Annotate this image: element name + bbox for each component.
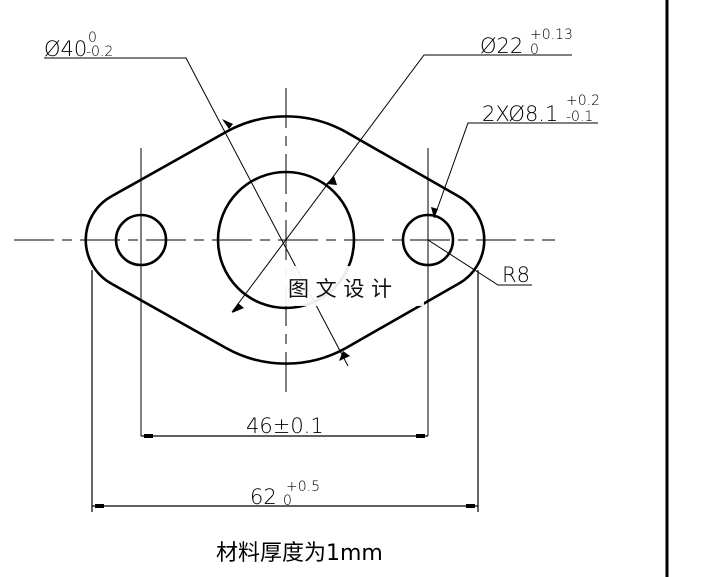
dim-outer-diameter: Ø40 0 -0.2 xyxy=(44,30,113,61)
right-hole xyxy=(401,213,455,267)
svg-text:0: 0 xyxy=(283,493,292,509)
dim-overall-length: 62 +0.5 0 xyxy=(250,479,320,509)
svg-text:Ø40: Ø40 xyxy=(44,37,87,61)
svg-text:0: 0 xyxy=(88,30,97,46)
svg-text:+0.13: +0.13 xyxy=(530,27,573,43)
dim-radius: R8 xyxy=(502,263,530,287)
dimension-arrows xyxy=(95,434,475,508)
dimension-lines xyxy=(91,270,479,512)
svg-text:+0.5: +0.5 xyxy=(286,479,320,495)
svg-text:-0.1: -0.1 xyxy=(566,109,593,125)
center-hole xyxy=(216,170,356,310)
watermark: 图 文 设 计 xyxy=(276,266,424,306)
svg-text:62: 62 xyxy=(250,485,277,509)
svg-text:-0.2: -0.2 xyxy=(86,44,113,60)
left-hole xyxy=(114,213,168,267)
arrowheads xyxy=(222,119,438,361)
dim-inner-diameter: Ø22 +0.13 0 xyxy=(480,27,573,58)
center-lines xyxy=(14,88,555,436)
svg-text:图 文 设 计: 图 文 设 计 xyxy=(288,277,392,301)
svg-text:2XØ8.1: 2XØ8.1 xyxy=(482,102,558,126)
dim-hole-diameter: 2XØ8.1 +0.2 -0.1 xyxy=(482,93,600,126)
material-note: 材料厚度为1mm xyxy=(216,541,383,566)
dim-hole-spacing: 46±0.1 xyxy=(246,414,324,438)
part-outline xyxy=(84,115,486,365)
holes xyxy=(114,170,455,310)
svg-text:+0.2: +0.2 xyxy=(566,93,600,109)
svg-text:0: 0 xyxy=(530,42,539,58)
svg-text:Ø22: Ø22 xyxy=(480,34,523,58)
leader-lines xyxy=(44,54,598,367)
